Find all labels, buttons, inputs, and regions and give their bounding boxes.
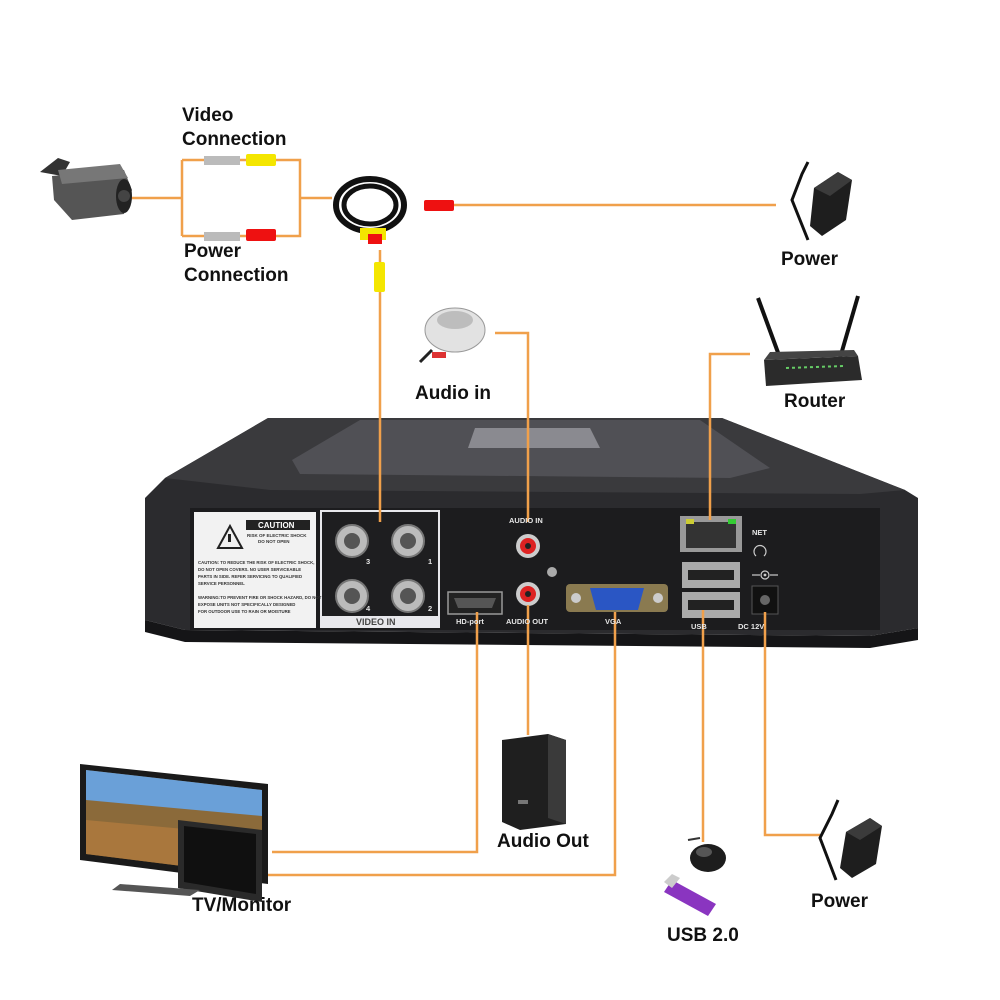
audio-out-jack bbox=[516, 582, 540, 606]
wire-audio-in bbox=[495, 331, 530, 522]
caution-text-2: DO NOT OPEN COVERS. NO USER SERVICEABLE bbox=[198, 567, 302, 572]
bnc-label-2: 2 bbox=[428, 604, 433, 613]
plug-segments bbox=[204, 154, 454, 292]
power-adapter-bottom-icon bbox=[818, 799, 882, 881]
network-symbol-icon bbox=[753, 545, 767, 557]
usb-port-label: USB bbox=[691, 622, 707, 631]
cables bbox=[130, 158, 820, 877]
usb-stick-icon bbox=[664, 874, 716, 916]
bnc-connector-1 bbox=[391, 524, 425, 558]
bnc-label-3: 3 bbox=[366, 557, 371, 566]
caution-sticker bbox=[194, 512, 316, 628]
caution-text-3: PARTS IN SIDE. REFER SERVICING TO QUALIF… bbox=[198, 574, 303, 579]
caution-sub2: DO NOT OPEN bbox=[258, 539, 290, 544]
vga-port bbox=[566, 584, 668, 612]
caution-text-7: FOR OUTDOOR USE TO RAIN OR MOISTURE bbox=[198, 609, 291, 614]
usb-ports bbox=[682, 562, 740, 618]
bnc-connector-2 bbox=[391, 579, 425, 613]
wire-split bbox=[180, 158, 302, 238]
label-tv-monitor: TV/Monitor bbox=[192, 895, 292, 916]
label-audio-out: Audio Out bbox=[497, 831, 589, 852]
caution-text-1: CAUTION: TO REDUCE THE RISK OF ELECTRIC … bbox=[198, 560, 315, 565]
audio-out-port-label: AUDIO OUT bbox=[506, 617, 549, 626]
label-usb: USB 2.0 bbox=[667, 925, 739, 946]
mouse-icon bbox=[687, 837, 726, 872]
net-label: NET bbox=[752, 528, 767, 537]
dc-label: DC 12V bbox=[738, 622, 765, 631]
dc-symbol-icon bbox=[752, 570, 778, 580]
cable-coil-icon bbox=[333, 176, 407, 244]
speaker-icon bbox=[502, 734, 566, 830]
caution-text-6: EXPOSE UNITS NOT SPECIFICALLY DESIGNED bbox=[198, 602, 296, 607]
label-power-connection: Power Connection bbox=[184, 241, 289, 286]
vga-label: VGA bbox=[605, 617, 622, 626]
bnc-connector-4 bbox=[335, 579, 369, 613]
bnc-connector-3 bbox=[335, 524, 369, 558]
hd-port-label: HD-port bbox=[456, 617, 484, 626]
wire-power-bottom bbox=[763, 612, 820, 837]
power-adapter-top-icon bbox=[790, 161, 852, 241]
hdmi-port bbox=[447, 591, 503, 615]
label-power-top: Power bbox=[781, 249, 839, 270]
microphone-icon bbox=[418, 307, 486, 364]
audio-in-jack bbox=[516, 534, 540, 558]
audio-in-port-label: AUDIO IN bbox=[509, 516, 543, 525]
bnc-label-1: 1 bbox=[428, 557, 433, 566]
label-router: Router bbox=[784, 391, 846, 412]
caution-text-5: WARNING:TO PREVENT FIRE OR SHOCK HAZARD,… bbox=[198, 595, 322, 600]
wire-router bbox=[708, 352, 750, 520]
video-in-label: VIDEO IN bbox=[356, 617, 396, 627]
dc-power-jack bbox=[751, 585, 779, 615]
router-icon bbox=[756, 295, 862, 386]
ground-screw bbox=[547, 567, 557, 577]
label-video-connection: Video Connection bbox=[182, 105, 287, 150]
wire-vga bbox=[255, 612, 617, 877]
caution-sub1: RISK OF ELECTRIC SHOCK bbox=[247, 533, 307, 538]
wire-hdmi bbox=[272, 612, 479, 854]
network-port bbox=[680, 516, 742, 552]
caution-title: CAUTION bbox=[258, 521, 295, 530]
tv-monitor-icon bbox=[80, 764, 268, 902]
video-in-panel bbox=[320, 510, 440, 628]
camera-icon bbox=[40, 158, 132, 220]
label-audio-in: Audio in bbox=[415, 383, 491, 404]
bnc-label-4: 4 bbox=[366, 604, 371, 613]
label-power-bottom: Power bbox=[811, 891, 869, 912]
caution-text-4: SERVICE PERSONNEL bbox=[198, 581, 245, 586]
